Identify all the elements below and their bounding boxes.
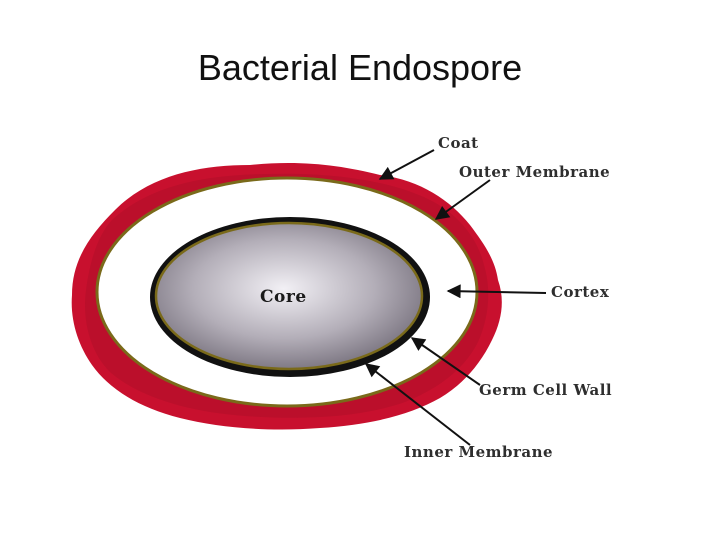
coat-label: Coat [438, 134, 479, 152]
germ-cell-wall-label: Germ Cell Wall [479, 381, 612, 399]
outer-membrane-arrow [434, 179, 491, 220]
core-shape [154, 221, 424, 371]
inner-membrane-arrow [364, 363, 471, 446]
core-label: Core [260, 287, 307, 307]
cortex-label: Cortex [551, 283, 610, 301]
germ-cell-wall-arrow [410, 337, 481, 386]
coat-arrow [378, 149, 435, 180]
inner-membrane-label: Inner Membrane [404, 443, 553, 461]
slide-title: Bacterial Endospore [197, 47, 523, 88]
cortex-arrow [446, 284, 547, 299]
outer-membrane-label: Outer Membrane [459, 163, 610, 181]
